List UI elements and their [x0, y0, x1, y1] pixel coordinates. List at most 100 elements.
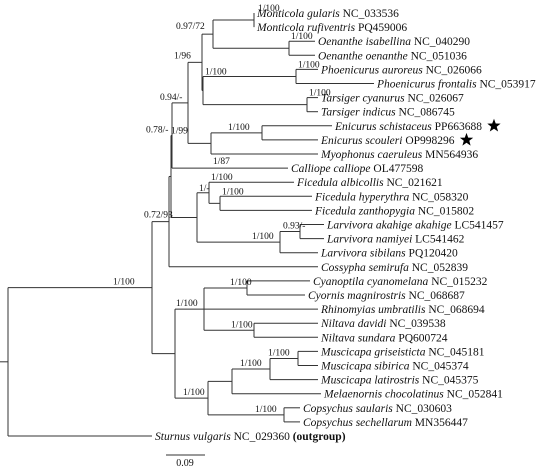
- taxon-label: Muscicapa latirostris NC_045375: [320, 375, 479, 387]
- accession-number: NC_026067: [405, 93, 464, 105]
- scale-bar-label: 0.09: [176, 458, 194, 468]
- node-support-value: 0.97/72: [176, 22, 205, 32]
- taxon-label: Copsychus saularis NC_030603: [303, 403, 452, 415]
- accession-number: NC_039538: [386, 318, 445, 330]
- node-support-value: 1/99: [171, 126, 188, 136]
- species-name: Myophonus caeruleus: [320, 149, 423, 161]
- species-name: Ficedula zanthopygia: [314, 205, 415, 217]
- accession-number: NC_026066: [423, 64, 482, 76]
- taxon-label: Cossypha semirufa NC_052839: [321, 262, 468, 274]
- taxon-label: Enicurus scouleri OP998296: [320, 135, 455, 147]
- accession-number: NC_045374: [409, 361, 468, 373]
- species-name: Muscicapa sibirica: [320, 361, 410, 373]
- taxon-label: Phoenicurus auroreus NC_026066: [320, 64, 482, 76]
- accession-number: LC541457: [452, 220, 504, 232]
- node-support-value: 1/100: [183, 388, 205, 398]
- taxon-label: Niltava davidi NC_039538: [320, 318, 446, 330]
- highlight-markers: [459, 118, 501, 146]
- accession-number: MN356447: [412, 417, 468, 429]
- species-name: Muscicapa griseisticta: [320, 346, 426, 358]
- taxon-label: Rhinomyias umbratilis NC_068694: [320, 304, 485, 316]
- node-support-value: 1/100: [240, 359, 262, 369]
- taxon-label: Monticola gularis NC_033536: [256, 8, 399, 20]
- accession-number: NC_029360: [231, 431, 290, 443]
- accession-number: NC_068694: [425, 304, 484, 316]
- species-name: Tarsiger cyanurus: [321, 93, 405, 105]
- species-name: Enicurus schistaceus: [334, 121, 432, 133]
- species-name: Oenanthe isabellina: [318, 36, 411, 48]
- species-name: Ficedula albicollis: [296, 177, 384, 189]
- node-support-value: 0.72/93: [144, 211, 173, 221]
- accession-number: NC_045375: [419, 375, 478, 387]
- taxon-label: Ficedula hyperythra NC_058320: [314, 191, 469, 203]
- taxon-label: Larvivora sibilans PQ120420: [320, 248, 458, 260]
- node-support-value: 1/100: [268, 348, 290, 358]
- taxon-label: Myophonus caeruleus MN564936: [320, 149, 478, 161]
- node-support-value: 1/100: [211, 173, 233, 183]
- star-icon: [487, 118, 501, 132]
- accession-number: PQ600724: [395, 332, 447, 344]
- taxon-label: Muscicapa sibirica NC_045374: [320, 361, 469, 373]
- species-name: Monticola gularis: [256, 8, 340, 20]
- star-icon: [459, 132, 474, 146]
- node-support-value: 0.93/-: [283, 222, 305, 232]
- accession-number: OP998296: [402, 135, 454, 147]
- tree-branches: [0, 13, 374, 437]
- support-values: 1/100 1/100 0.97/72 1/100 1/100 1/100 1/96 1/10…: [113, 4, 331, 415]
- species-name: Calliope calliope: [291, 163, 371, 175]
- species-name: Copsychus saularis: [303, 403, 393, 415]
- species-name: Niltava davidi: [320, 318, 386, 330]
- species-name: Copsychus sechellarum: [303, 417, 412, 429]
- scale-bar: 0.09: [166, 454, 205, 468]
- node-support-value: 1/-: [199, 184, 210, 194]
- accession-number: NC_052839: [409, 262, 468, 274]
- node-support-value: 1/100: [113, 278, 135, 288]
- node-support-value: 1/87: [213, 157, 230, 167]
- accession-number: NC_051036: [408, 50, 467, 62]
- taxon-label: Ficedula zanthopygia NC_015802: [314, 205, 474, 217]
- accession-number: NC_040290: [411, 36, 470, 48]
- node-support-value: 1/100: [298, 60, 320, 70]
- accession-number: OL477598: [371, 163, 424, 175]
- taxon-label: Copsychus sechellarum MN356447: [303, 417, 468, 429]
- species-name: Cossypha semirufa: [321, 262, 409, 274]
- node-support-value: 1/96: [174, 51, 191, 61]
- accession-number: NC_030603: [393, 403, 452, 415]
- taxon-label: Muscicapa griseisticta NC_045181: [320, 346, 485, 358]
- taxon-label: Ficedula albicollis NC_021621: [296, 177, 443, 189]
- node-support-value: 1/100: [230, 278, 252, 288]
- taxon-label: Monticola rufiventris PQ459006: [256, 22, 407, 34]
- accession-number: NC_086745: [396, 107, 455, 119]
- accession-number: NC_021621: [384, 177, 443, 189]
- node-support-value: 1/100: [252, 232, 274, 242]
- taxon-label: Niltava sundara PQ600724: [320, 332, 448, 344]
- node-support-value: 1/100: [222, 187, 244, 197]
- accession-number: NC_045181: [425, 346, 484, 358]
- accession-number: NC_068687: [406, 290, 465, 302]
- species-name: Larvivora sibilans: [320, 248, 406, 260]
- taxon-label: Larvivora akahige akahige LC541457: [326, 220, 504, 232]
- node-support-value: 1/100: [228, 123, 250, 133]
- taxon-label: Tarsiger indicus NC_086745: [321, 107, 455, 119]
- accession-number: MN564936: [422, 149, 478, 161]
- accession-number: NC_053917: [477, 79, 536, 91]
- species-name: Monticola rufiventris: [256, 22, 356, 34]
- taxon-label: Oenanthe isabellina NC_040290: [318, 36, 470, 48]
- taxon-label: Sturnus vulgaris NC_029360 (outgroup): [155, 431, 346, 443]
- accession-number: NC_015802: [415, 205, 474, 217]
- node-support-value: 1/100: [205, 67, 227, 77]
- taxon-label: Tarsiger cyanurus NC_026067: [321, 93, 464, 105]
- species-name: Niltava sundara: [320, 332, 396, 344]
- species-name: Phoenicurus frontalis: [376, 79, 477, 91]
- species-name: Rhinomyias umbratilis: [320, 304, 426, 316]
- node-support-value: 1/100: [291, 32, 313, 42]
- taxon-label: Cyanoptila cyanomelana NC_015232: [313, 276, 488, 288]
- node-support-value: 1/100: [258, 4, 280, 14]
- taxon-label: Cyornis magnirostris NC_068687: [308, 290, 465, 302]
- taxon-label: Enicurus schistaceus PP663688: [334, 121, 482, 133]
- species-name: Melaenornis chocolatinus: [323, 389, 444, 401]
- taxon-label: Oenanthe oenanthe NC_051036: [318, 50, 467, 62]
- taxon-label: Larvivora namiyei LC541462: [326, 234, 465, 246]
- species-name: Cyornis magnirostris: [308, 290, 406, 302]
